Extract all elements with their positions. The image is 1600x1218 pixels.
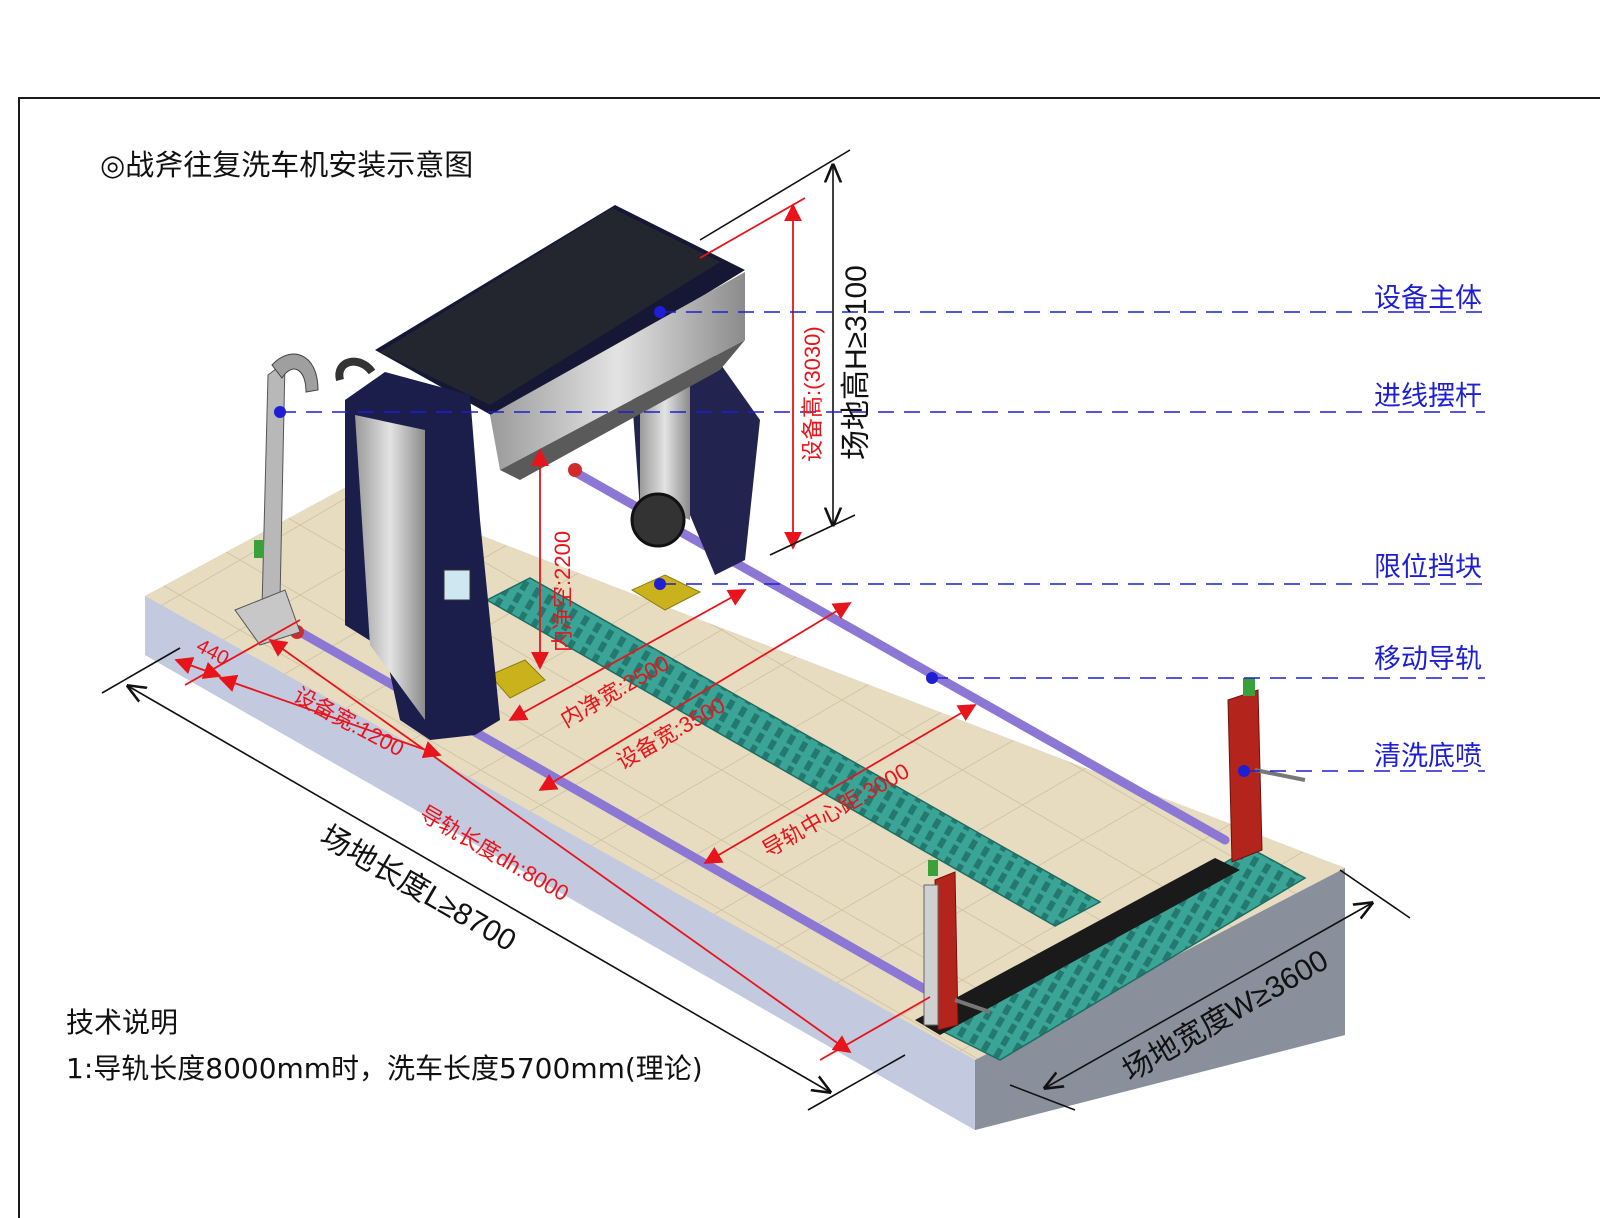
drawing-frame <box>18 97 1600 1218</box>
black-dimension-lines <box>101 149 1411 1111</box>
feed-arm <box>234 353 319 646</box>
technical-notes: 技术说明 1:导轨长度8000mm时，洗车长度5700mm(理论) <box>66 1000 703 1092</box>
legend-feed-arm: 进线摆杆 <box>1374 381 1482 412</box>
notes-line-1: 1:导轨长度8000mm时，洗车长度5700mm(理论) <box>66 1052 703 1085</box>
legend-main-body: 设备主体 <box>1374 283 1482 314</box>
site-height-label: 场地高H≥3100 <box>840 265 873 460</box>
inner-clear-height-label: 内净空:2200 <box>550 531 575 652</box>
machine-body <box>335 205 760 740</box>
legend-under-spray: 清洗底喷 <box>1374 741 1482 772</box>
legend-leaders <box>280 311 1485 772</box>
page-title: ◎战斧往复洗车机安装示意图 <box>100 148 474 182</box>
notes-heading: 技术说明 <box>66 1006 179 1039</box>
leader-dots <box>274 306 1250 777</box>
equip-height-label: 设备高:(3030) <box>800 326 825 462</box>
legend-moving-rail: 移动导轨 <box>1374 644 1482 675</box>
legend-limit-block: 限位挡块 <box>1374 552 1482 583</box>
